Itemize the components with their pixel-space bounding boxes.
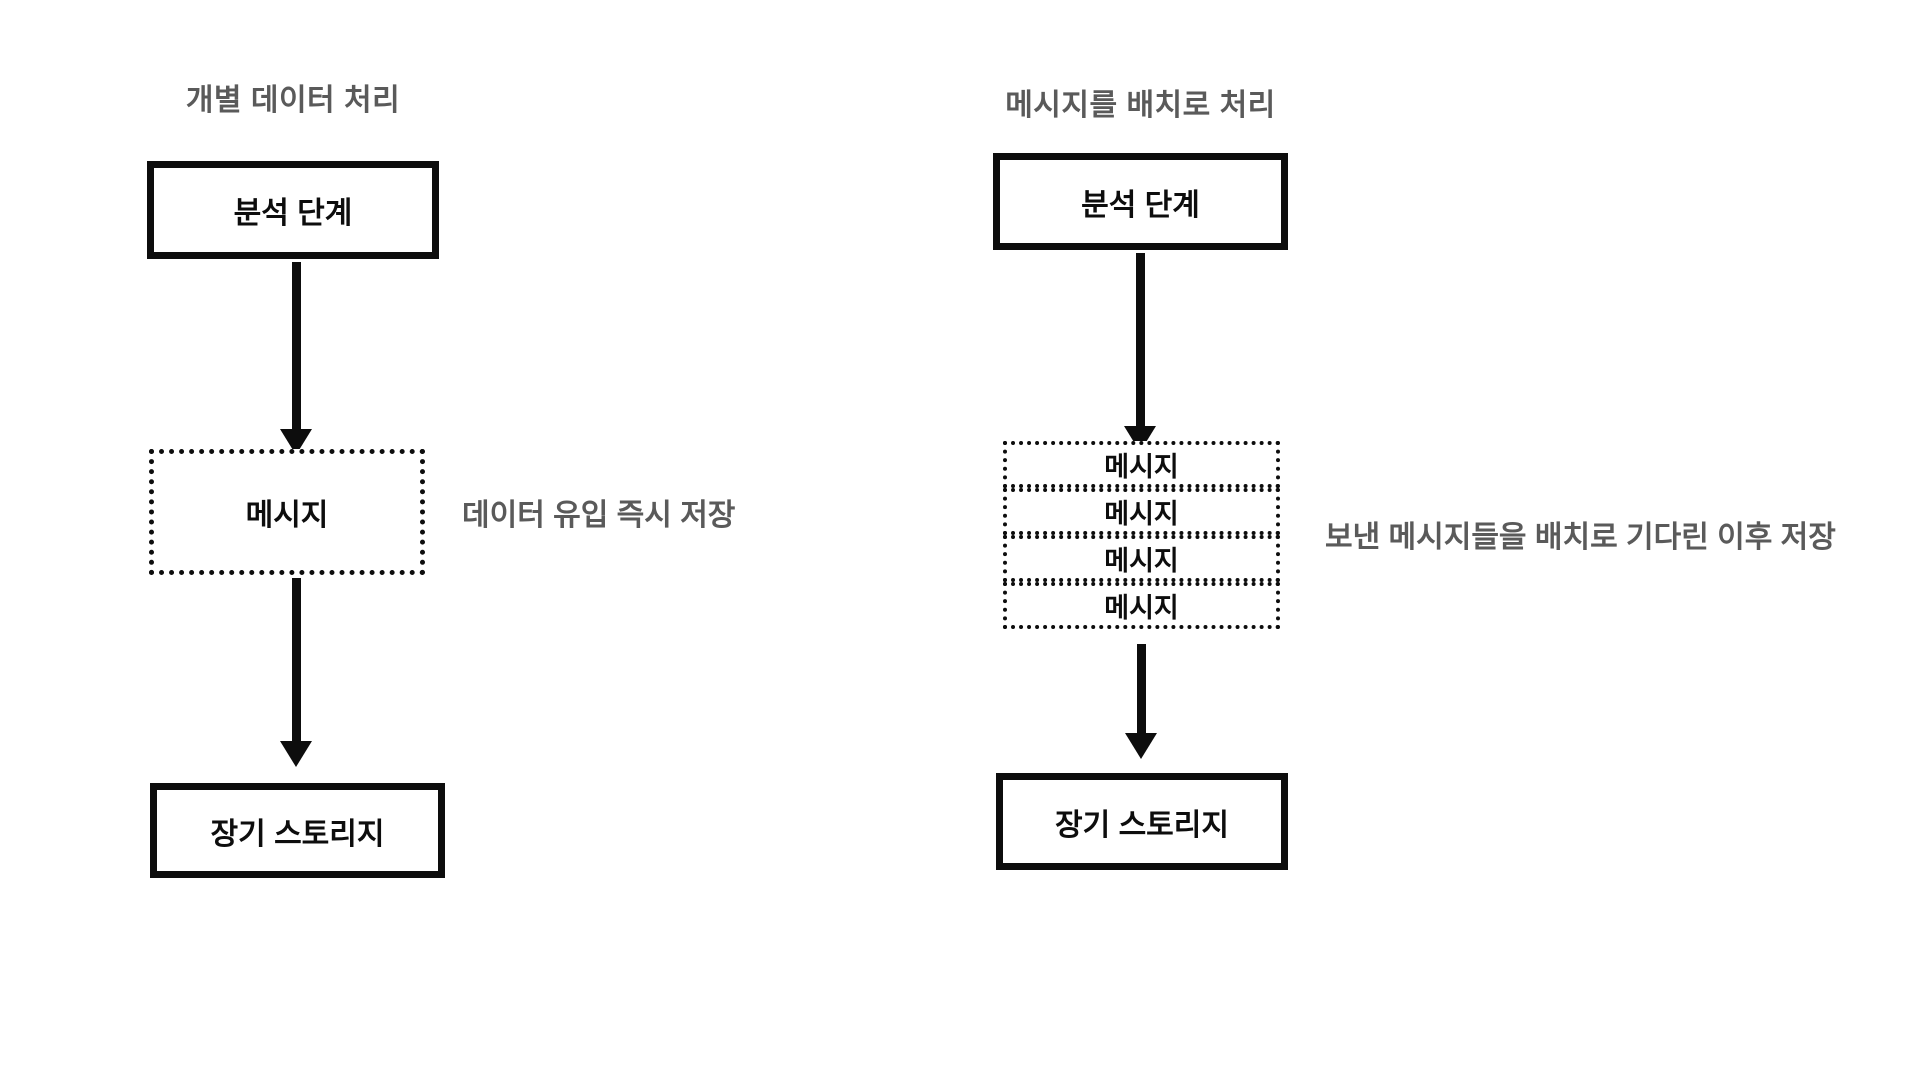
left-flow-title: 개별 데이터 처리	[185, 84, 401, 117]
right-analysis-box: 분석 단계	[993, 153, 1288, 250]
right-message-label-2: 메시지	[1104, 499, 1179, 529]
left-arrow-1-line	[292, 262, 301, 429]
right-arrow-1-line	[1136, 253, 1145, 426]
left-message-box: 메시지	[149, 449, 425, 575]
right-message-box-2: 메시지	[1003, 488, 1280, 535]
right-message-label-3: 메시지	[1104, 546, 1179, 576]
right-message-box-1: 메시지	[1003, 441, 1280, 488]
right-storage-box: 장기 스토리지	[996, 773, 1288, 870]
right-message-label-4: 메시지	[1104, 593, 1179, 623]
left-arrow-2-head-icon	[280, 741, 312, 767]
right-message-label-1: 메시지	[1104, 452, 1179, 482]
left-storage-label: 장기 스토리지	[210, 817, 385, 851]
left-arrow-2-line	[292, 578, 301, 741]
left-annotation: 데이터 유입 즉시 저장	[462, 499, 736, 532]
right-flow-title: 메시지를 배치로 처리	[1005, 89, 1276, 122]
right-annotation: 보낸 메시지들을 배치로 기다린 이후 저장	[1325, 521, 1836, 554]
right-message-box-3: 메시지	[1003, 535, 1280, 582]
right-analysis-label: 분석 단계	[1081, 188, 1200, 222]
left-analysis-box: 분석 단계	[147, 161, 439, 259]
right-storage-label: 장기 스토리지	[1055, 808, 1229, 842]
left-message-label: 메시지	[245, 499, 329, 532]
left-storage-box: 장기 스토리지	[150, 783, 445, 878]
left-analysis-label: 분석 단계	[233, 197, 353, 230]
right-message-stack: 메시지 메시지 메시지 메시지	[1003, 441, 1280, 629]
right-arrow-2-head-icon	[1125, 733, 1157, 759]
right-message-box-4: 메시지	[1003, 582, 1280, 629]
right-arrow-2-line	[1137, 644, 1146, 733]
